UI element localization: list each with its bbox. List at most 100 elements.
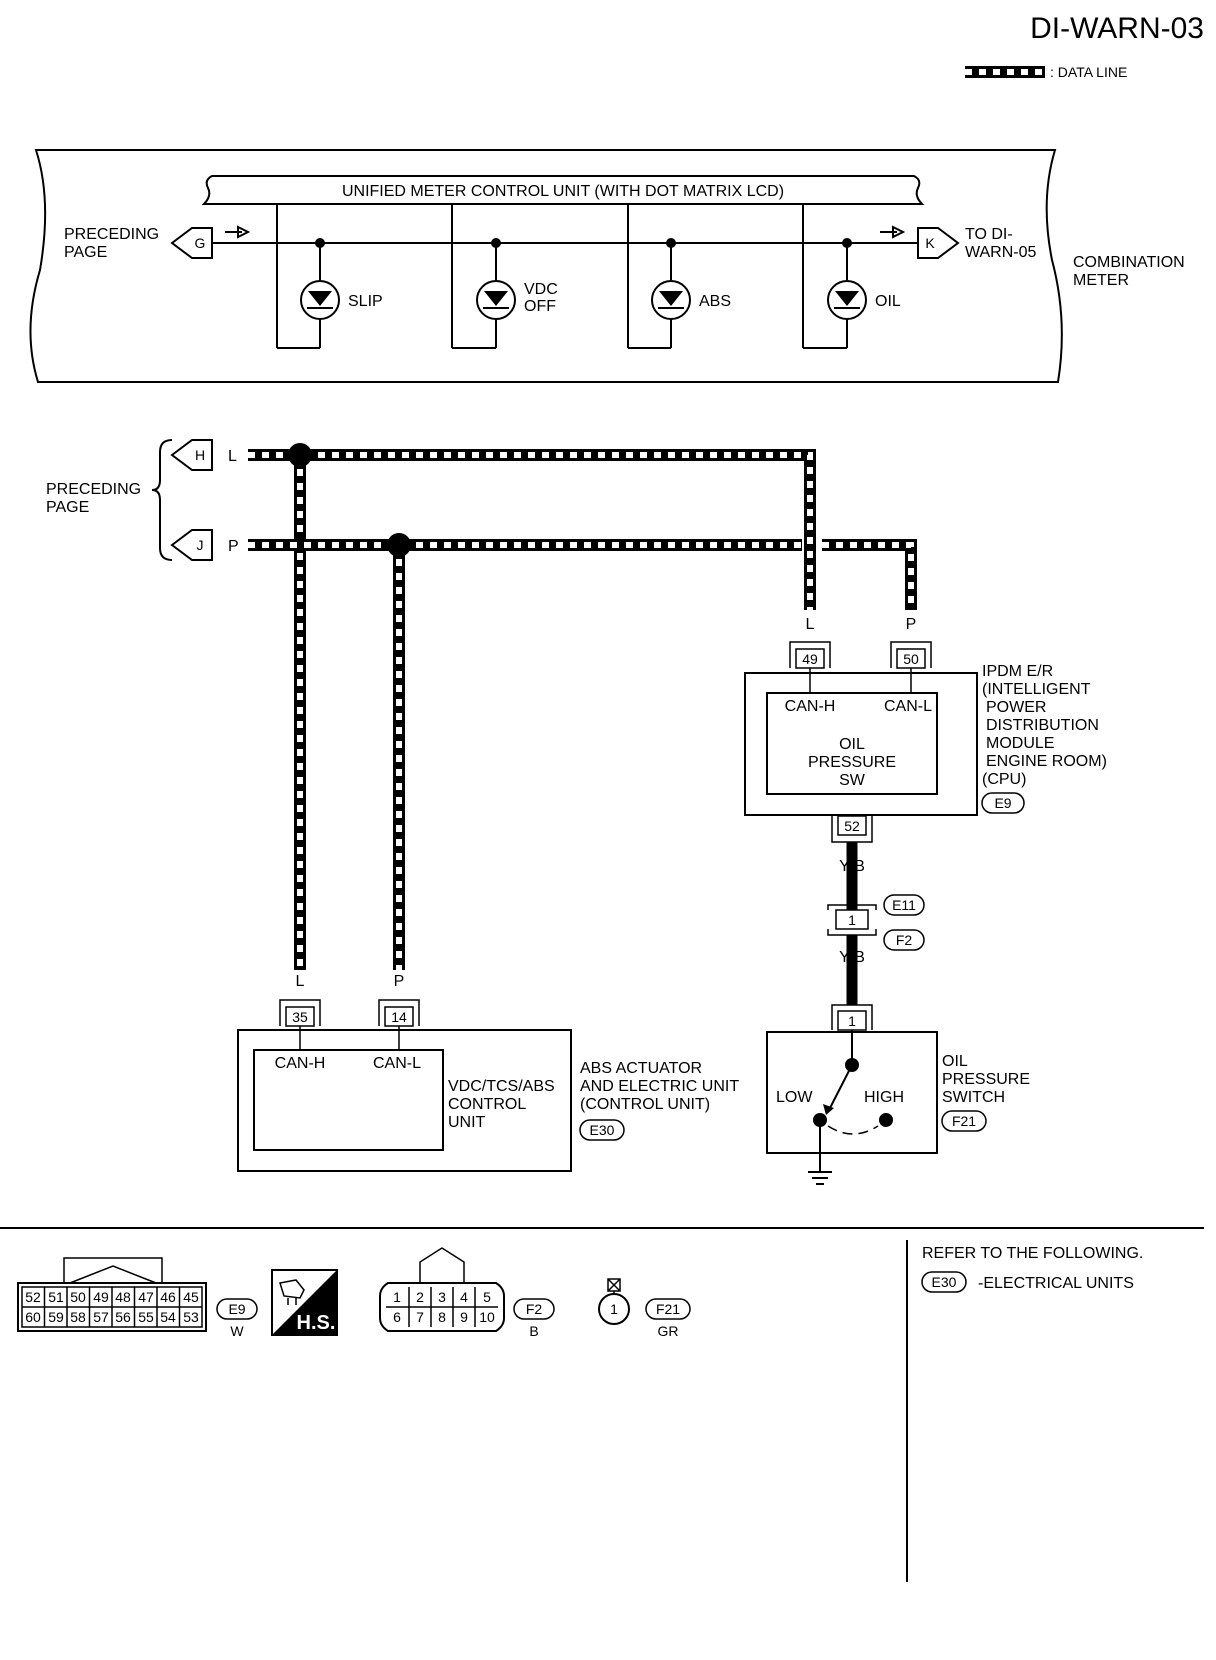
abs-desc-2: AND ELECTRIC UNIT — [580, 1078, 739, 1095]
connector-h-id: H — [195, 447, 205, 463]
ipdm-inner-3: SW — [839, 772, 866, 789]
f21-id-label: F21 — [656, 1301, 680, 1317]
data-line-legend-label: : DATA LINE — [1050, 64, 1127, 80]
f2-color: B — [529, 1323, 538, 1339]
oil-switch-desc-3: SWITCH — [942, 1089, 1005, 1106]
abs-inner-3: UNIT — [448, 1114, 486, 1131]
connector-g-flag: G — [170, 225, 251, 259]
to-di-warn-label: TO DI- — [965, 226, 1013, 243]
reference-text: -ELECTRICAL UNITS — [978, 1275, 1134, 1292]
abs-can-h: CAN-H — [275, 1055, 326, 1072]
connector-f21-label: F21 — [952, 1113, 976, 1129]
ipdm-desc-4: DISTRIBUTION — [986, 717, 1099, 734]
abs-inner-2: CONTROL — [448, 1096, 526, 1113]
ipdm-outer-box — [744, 672, 978, 816]
abs-inner-box — [253, 1049, 444, 1151]
combination-meter-label: COMBINATION — [1073, 254, 1185, 271]
f2-pin: 7 — [416, 1309, 424, 1325]
f2-pin: 10 — [479, 1309, 495, 1325]
ipdm-can-h: CAN-H — [785, 698, 836, 715]
data-line-legend: : DATA LINE — [965, 64, 1127, 80]
e9-pin-grid — [22, 1287, 202, 1327]
f2-pin: 5 — [483, 1289, 491, 1305]
f2-pin: 3 — [438, 1289, 446, 1305]
preceding-page-label-top: PRECEDING — [64, 226, 159, 243]
connector-e30-badge: E30 — [579, 1119, 625, 1141]
e9-pin: 48 — [115, 1289, 131, 1305]
e9-pin: 51 — [48, 1289, 64, 1305]
ipdm-desc-3: POWER — [986, 699, 1046, 716]
combination-meter-label-2: METER — [1073, 272, 1129, 289]
page-id: DI-WARN-03 — [1030, 12, 1204, 45]
f2-pin: 4 — [460, 1289, 468, 1305]
indicator-abs: ABS — [651, 238, 731, 348]
connector-f2-badge: F2 — [883, 929, 925, 951]
abs-wire-h: L — [296, 973, 305, 990]
connector-e9-label: E9 — [994, 795, 1011, 811]
ipdm-desc-7: (CPU) — [982, 771, 1026, 788]
switch-low: LOW — [776, 1089, 813, 1106]
abs-inner-1: VDC/TCS/ABS — [448, 1078, 555, 1095]
ipdm-desc-2: (INTELLIGENT — [982, 681, 1091, 698]
indicator-vdc-off: VDC OFF — [476, 238, 558, 348]
e9-pin: 56 — [115, 1309, 131, 1325]
abs-can-l: CAN-L — [373, 1055, 421, 1072]
indicator-slip-label: SLIP — [348, 293, 383, 310]
connector-j-wire: P — [228, 538, 239, 555]
preceding-page-label-top-2: PAGE — [64, 244, 107, 261]
f21-color: GR — [658, 1323, 679, 1339]
indicator-oil: OIL — [827, 238, 901, 348]
f2-pin: 1 — [393, 1289, 401, 1305]
yb-label-top: Y/B — [839, 858, 865, 875]
f2-id-badge: F2 B — [513, 1298, 555, 1339]
combination-meter-frame — [29, 149, 1063, 383]
switch-arm — [829, 1064, 853, 1109]
preceding-page-brace — [151, 439, 173, 561]
e9-pin: 53 — [183, 1309, 199, 1325]
e9-pin: 58 — [70, 1309, 86, 1325]
arrow-right-icon — [880, 225, 906, 239]
ipdm-pin-52-label: 52 — [844, 818, 860, 834]
indicator-oil-label: OIL — [875, 293, 901, 310]
indicator-abs-label: ABS — [699, 293, 731, 310]
reference-e30-badge: E30 — [921, 1271, 967, 1293]
switch-high: HIGH — [864, 1089, 904, 1106]
connector-view-f21: 1 — [598, 1278, 630, 1325]
ipdm-inner-1: OIL — [839, 736, 865, 753]
hs-connector-icon: H.S. — [271, 1269, 338, 1336]
connector-e11-label: E11 — [892, 897, 916, 913]
ipdm-desc-1: IPDM E/R — [982, 663, 1053, 680]
ipdm-pin-50-label: 50 — [903, 651, 919, 667]
meter-cell-lines — [276, 204, 847, 349]
e9-pin: 49 — [93, 1289, 109, 1305]
yb-label-bottom: Y/B — [839, 949, 865, 966]
abs-pin-35-label: 35 — [292, 1009, 308, 1025]
preceding-page-label-mid-2: PAGE — [46, 499, 89, 516]
connector-e9-badge: E9 — [981, 792, 1025, 814]
f2-pin: 6 — [393, 1309, 401, 1325]
e9-id-label: E9 — [228, 1301, 245, 1317]
connector-f21-badge: F21 — [941, 1110, 987, 1132]
ipdm-inner-box — [766, 692, 938, 795]
e9-color: W — [230, 1323, 244, 1339]
abs-desc-3: (CONTROL UNIT) — [580, 1096, 710, 1113]
connector-h-wire: L — [228, 448, 237, 465]
joint-connector: 1 — [827, 904, 877, 936]
ipdm-inner-2: PRESSURE — [808, 754, 896, 771]
f2-id-label: F2 — [526, 1301, 543, 1317]
hs-label: H.S. — [297, 1312, 336, 1334]
splice-p — [387, 533, 411, 557]
connector-h-flag: H L — [170, 439, 237, 471]
connector-j-id: J — [197, 537, 204, 553]
e9-pin: 47 — [138, 1289, 154, 1305]
e9-pin: 55 — [138, 1309, 154, 1325]
splice-l — [288, 443, 312, 467]
e9-pin: 57 — [93, 1309, 109, 1325]
to-di-warn-label-2: WARN-05 — [965, 244, 1037, 261]
unified-meter-bar — [201, 175, 925, 205]
indicator-vdc-label-2: OFF — [524, 298, 556, 315]
abs-desc-1: ABS ACTUATOR — [580, 1060, 702, 1077]
f21-pin: 1 — [610, 1301, 618, 1317]
preceding-page-label-mid: PRECEDING — [46, 481, 141, 498]
